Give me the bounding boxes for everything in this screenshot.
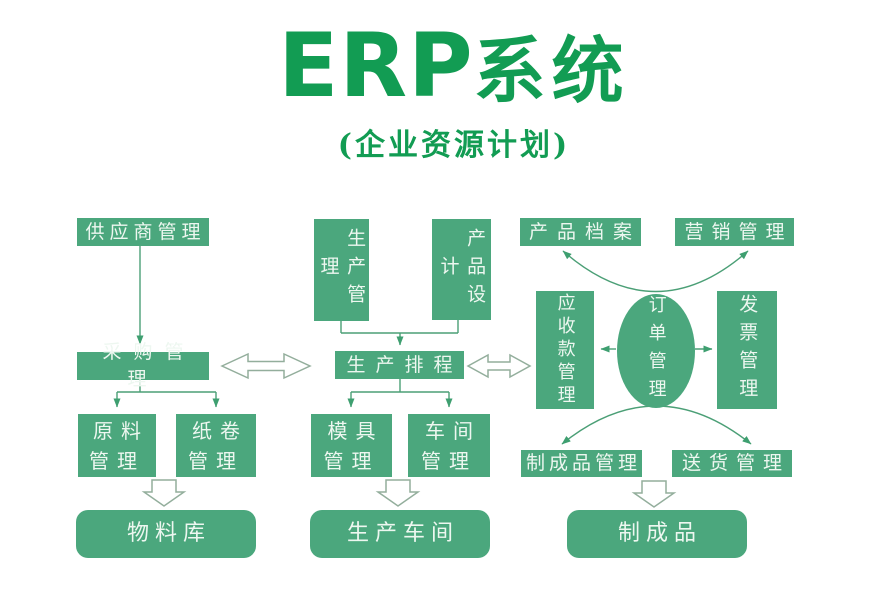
double-arrow-scheduling-receivables-icon [466, 353, 532, 379]
node-finished-products: 制成品 [567, 510, 747, 558]
double-arrow-purchasing-scheduling-icon [220, 352, 312, 380]
title-system-text: 系统 [473, 29, 630, 113]
connector-order-to-archives-marketing [562, 250, 749, 293]
page-subtitle: (企业资源计划) [337, 128, 571, 163]
connector-production-merge [340, 320, 459, 340]
node-delivery-management: 送货管理 [672, 450, 792, 477]
big-down-arrow-workshop-icon [375, 479, 421, 507]
node-purchasing-management: 采购管理 [77, 341, 209, 390]
title-erp-text: ERP [278, 14, 474, 117]
node-product-design: 产品设计 [432, 219, 491, 320]
node-supplier-management: 供应商管理 [77, 218, 209, 246]
node-production-workshop: 生产车间 [310, 510, 490, 558]
connector-order-to-finished-delivery [561, 405, 752, 445]
node-raw-material-management: 原料 管理 [78, 414, 156, 477]
page-title: ERP系统 [278, 22, 629, 110]
node-mold-management: 模具 管理 [311, 414, 392, 477]
node-marketing-management: 营销管理 [675, 218, 794, 246]
node-receivables-management: 应收款管理 [536, 291, 594, 409]
node-production-management: 生产管理 [314, 219, 369, 321]
node-paper-roll-management: 纸卷 管理 [176, 414, 256, 477]
node-production-scheduling: 生产排程 [335, 351, 464, 379]
connector-scheduling-branch [351, 379, 449, 393]
node-order-management: 订单管理 [617, 294, 695, 408]
node-finished-product-management: 制成品管理 [521, 450, 642, 477]
node-invoice-management: 发票管理 [717, 291, 777, 409]
node-product-archives: 产品档案 [520, 218, 641, 246]
connector-purchasing-branch [117, 380, 216, 393]
node-materials-warehouse: 物料库 [76, 510, 256, 558]
big-down-arrow-finished-icon [631, 480, 677, 508]
big-down-arrow-materials-icon [141, 479, 187, 507]
node-workshop-management: 车间 管理 [408, 414, 490, 477]
